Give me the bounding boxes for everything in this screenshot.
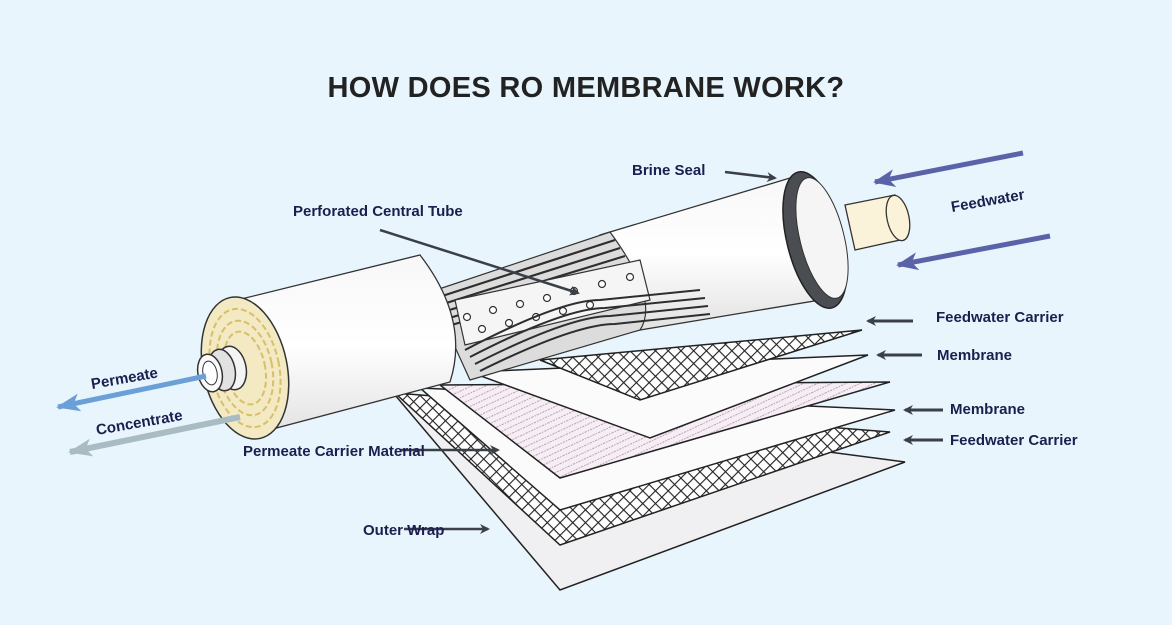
brine-seal <box>782 170 849 310</box>
permeate-arrow <box>56 373 207 412</box>
label-permeate-carrier-material: Permeate Carrier Material <box>243 443 425 460</box>
central-tube-pointer <box>379 228 580 296</box>
label-feedwater-carrier-bottom: Feedwater Carrier <box>950 432 1078 449</box>
diagram-title: HOW DOES RO MEMBRANE WORK? <box>327 72 845 104</box>
label-perforated-central-tube: Perforated Central Tube <box>293 203 463 220</box>
label-outer-wrap: Outer Wrap <box>363 522 444 539</box>
membrane-element-body <box>196 174 828 440</box>
feedwater-arrow-bottom <box>896 233 1051 271</box>
brine-seal-pointer <box>724 170 777 183</box>
feedwater-carrier-top-layer <box>539 329 863 401</box>
label-feedwater-carrier-top: Feedwater Carrier <box>936 309 1064 326</box>
label-brine-seal: Brine Seal <box>632 162 705 179</box>
concentrate-arrow <box>68 414 241 457</box>
label-feedwater: Feedwater <box>950 186 1026 216</box>
label-membrane-top: Membrane <box>937 347 1012 364</box>
permeate-outlet-nozzle <box>196 345 248 393</box>
feedwater-arrow-top <box>873 150 1024 187</box>
label-membrane-bottom: Membrane <box>950 401 1025 418</box>
feed-end-nozzle <box>844 194 911 251</box>
